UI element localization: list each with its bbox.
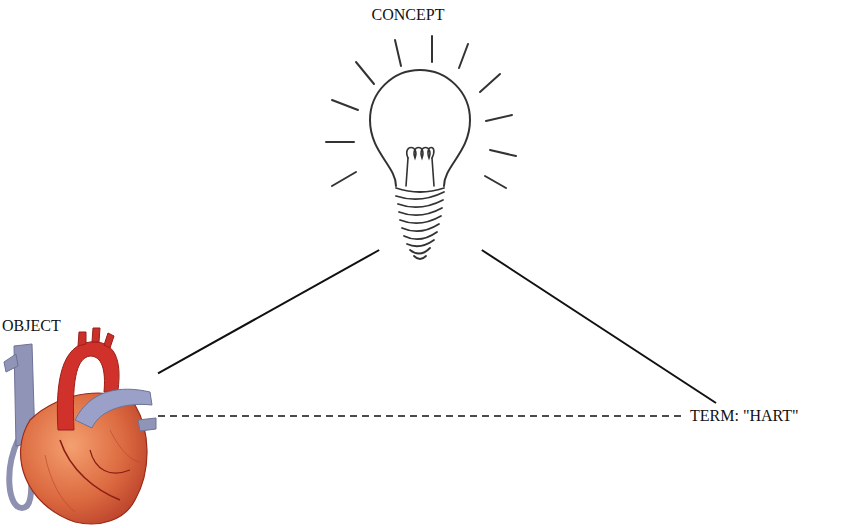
- node-label: OBJECT: [2, 317, 158, 335]
- node-label: CONCEPT: [318, 6, 498, 24]
- bulb-glass: [370, 70, 470, 186]
- object-node: OBJECT: [2, 317, 158, 526]
- light-rays: [326, 36, 516, 188]
- term-node: TERM: "HART": [686, 403, 805, 429]
- heart-drawing: [4, 328, 156, 524]
- concept-node: CONCEPT: [318, 6, 498, 250]
- filament: [406, 148, 434, 187]
- node-label: TERM: "HART": [690, 407, 801, 425]
- solid-link: [158, 250, 379, 373]
- solid-link: [482, 250, 716, 403]
- screw-base: [396, 188, 444, 259]
- dashed-link: [158, 415, 686, 417]
- lightbulb-drawing: [326, 36, 516, 259]
